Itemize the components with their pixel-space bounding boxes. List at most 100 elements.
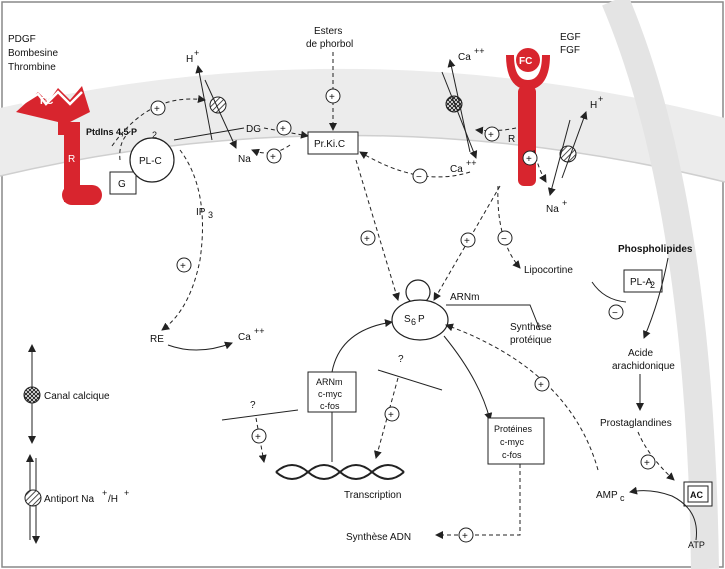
phospholipides-label: Phospholipides [618,244,693,255]
legend-channel-arrow-up [28,344,36,352]
receptor-to-lipocortine-arrow [497,185,521,269]
na-sup-right: + [562,198,567,208]
atp-label: ATP [688,540,705,550]
proteines-box-line2: c-myc [500,437,524,447]
ribosome-to-proteines-arrow [443,335,493,421]
plus-sign-3 [266,148,282,164]
proteines-to-adn-arrow [435,464,521,539]
prkic-to-na-arrow [251,144,291,157]
ca-sup-mid: ++ [466,158,477,168]
minus-sign-2 [497,230,513,246]
plc-label: PL-C [139,156,162,167]
regulator-left-bar [221,409,299,421]
plus-text-3: + [270,152,276,163]
legend-channel-arrow-down [28,436,36,444]
receptor-to-ca-arrow [475,126,517,135]
question-left: ? [250,400,256,411]
minus-text-1: − [416,172,422,183]
nuclear-envelope-arc [602,0,719,569]
transcription-label: Transcription [344,490,401,501]
dna-strand-b [275,464,405,480]
acide-label: Acide [628,348,653,359]
plus-sign-14 [640,454,656,470]
na-in-arrow-left [204,79,237,149]
proteique-label: protéique [510,335,552,346]
legend-antiport-tail: /H [108,494,118,505]
prkic-label: Pr.Ki.C [314,139,345,150]
plus-sign-10 [534,376,550,392]
left-receptor-foot [62,185,102,205]
plc-to-dg-line [173,127,245,141]
proteines-box [487,417,545,465]
ptdins-label: PtdIns 4,5 P [86,127,137,137]
r-right-label: R [508,134,515,145]
question-right: ? [398,354,404,365]
g-protein-label: G [118,179,126,190]
synthese-label: Synthèse [510,322,552,333]
fc-right-circle [516,48,540,72]
legend-antiport-arrow-down [32,536,40,544]
r-left-label: R [68,154,75,165]
plus-sign-5 [176,257,192,273]
ca-to-prkic-arrow [359,151,471,178]
plus-text-2: + [280,124,286,135]
plus-sign-4 [325,88,341,104]
minus-sign-3 [608,304,624,320]
na-label-right: Na [546,204,559,215]
plus-text-13: + [388,410,394,421]
ca-sup-re: ++ [254,326,265,336]
thrombine-label: Thrombine [8,62,56,73]
h-sup-right: + [598,94,603,104]
esters-label: Esters [314,26,342,37]
arnm-box [307,371,357,413]
legend-antiport-arrow-up [26,454,34,462]
plus-text-5: + [180,261,186,272]
legend: Canal calcique Antiport Na + /H + [23,344,129,544]
h-label-right: H [590,100,597,111]
h-sup-left: + [194,48,199,58]
arachidonique-label: arachidonique [612,361,675,372]
plus-sign-7 [522,150,538,166]
legend-antiport-sup2: + [124,488,129,498]
minus-text-3: − [612,308,618,319]
legend-calcium-channel-icon [23,386,41,404]
right-receptor-stem [518,86,536,186]
amp-sub: c [620,493,625,503]
legend-antiport-sup1: + [102,488,107,498]
plus-sign-1 [150,100,166,116]
plus-sign-9 [460,232,476,248]
prkic-box [307,131,359,155]
plus-text-11: + [462,531,468,542]
ca-label-re: Ca [238,332,251,343]
fc-left-label: FC [40,96,53,107]
pla2-sub: 2 [650,280,655,290]
pla2-box [623,269,663,293]
plus-text-10: + [538,380,544,391]
egf-label: EGF [560,32,581,43]
plus-text-8: + [364,234,370,245]
prosta-to-ac-arrow [637,431,675,481]
minus-text-2: − [501,234,507,245]
legend-antiport-icon [24,489,42,507]
plus-sign-6 [484,126,500,142]
legend-canal-label: Canal calcique [44,391,110,402]
plus-sign-11 [458,527,474,543]
ip3-label: IP [196,207,206,218]
plus-text-9: + [464,236,470,247]
s6p-label: S [404,314,411,325]
ca-out-arrow [447,59,471,153]
prostaglandines-label: Prostaglandines [600,418,672,429]
na-sup-left: + [254,148,259,158]
plus-text-7: + [526,154,532,165]
lipocortine-to-pla2-line [591,281,627,303]
regulator-right-bar [377,369,443,391]
na-in-arrow-right [547,119,571,196]
right-receptor-cup [506,55,550,90]
ptdins-to-plc-path [119,129,133,161]
left-receptor-ligand-site [16,86,90,135]
left-receptor-stem [64,122,80,202]
re-to-ca-arrow [167,341,233,351]
